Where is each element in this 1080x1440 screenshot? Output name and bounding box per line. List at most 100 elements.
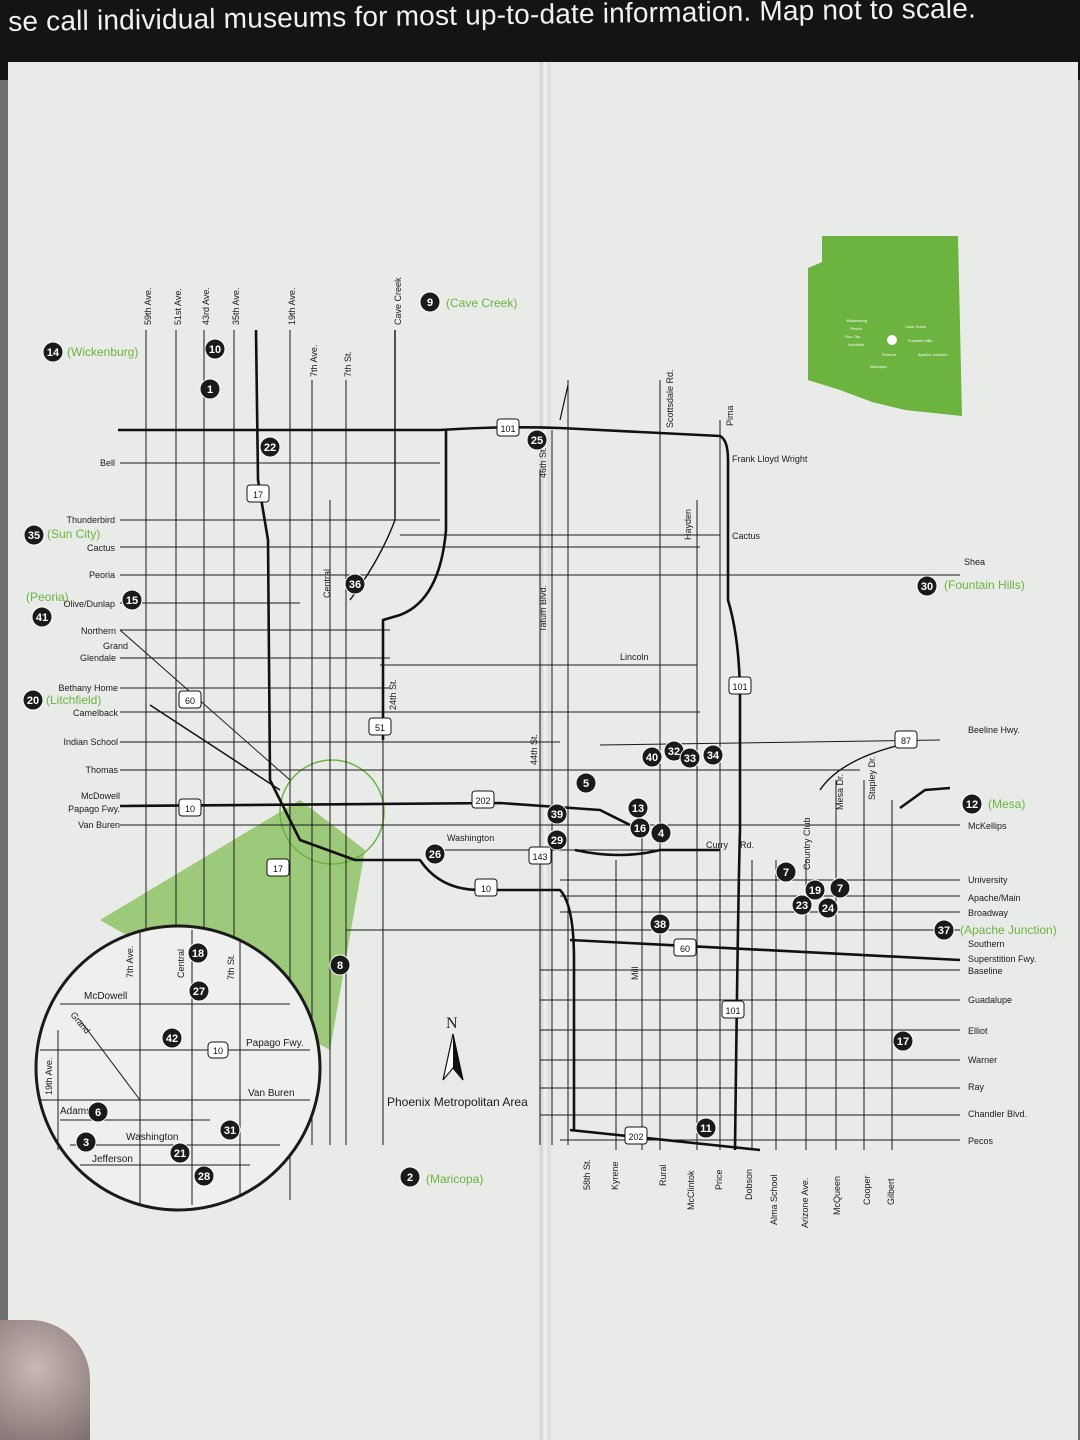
- street-label: Gilbert: [886, 1178, 896, 1205]
- svg-text:3: 3: [83, 1137, 89, 1149]
- inset-street-7th-ave: 7th Ave.: [125, 946, 135, 978]
- svg-text:10: 10: [209, 344, 221, 356]
- road-label: Papago Fwy.: [68, 804, 120, 814]
- museum-marker: 11: [695, 1117, 717, 1139]
- road-label: Cactus: [87, 543, 116, 553]
- svg-text:25: 25: [531, 435, 543, 447]
- inset-road-vanburen: Van Buren: [248, 1088, 295, 1099]
- city-label: (Sun City): [47, 527, 100, 541]
- paper-fold: [538, 62, 552, 1440]
- inset-road-papago: Papago Fwy.: [246, 1038, 304, 1049]
- inset-street-7th-st: 7th St.: [226, 954, 236, 980]
- road-label: Elliot: [968, 1026, 988, 1036]
- inset-road-adams: Adams: [60, 1106, 91, 1117]
- svg-text:40: 40: [646, 752, 658, 764]
- north-road: [559, 384, 569, 421]
- museum-marker: 5: [575, 772, 597, 794]
- svg-text:12: 12: [966, 799, 978, 811]
- street-label: Cooper: [862, 1175, 872, 1205]
- svg-text:9: 9: [427, 297, 433, 309]
- sr51: [381, 430, 448, 740]
- road-label: University: [968, 875, 1008, 885]
- highway-shield-icon: 17: [246, 484, 270, 503]
- svg-text:34: 34: [707, 750, 720, 762]
- svg-text:18: 18: [192, 948, 204, 960]
- museum-marker: 25: [526, 429, 548, 451]
- highway-shield-icon: 202: [471, 790, 495, 809]
- city-label: (Cave Creek): [446, 296, 517, 310]
- svg-text:2: 2: [407, 1172, 413, 1184]
- inset-street-19th-ave: 19th Ave.: [44, 1058, 54, 1095]
- road-label: Baseline: [968, 966, 1003, 976]
- svg-text:29: 29: [551, 835, 563, 847]
- highway-shield-icon: 87: [894, 730, 918, 749]
- city-label: (Mesa): [988, 797, 1025, 811]
- svg-text:20: 20: [27, 695, 39, 707]
- state-place-label: Peoria: [850, 326, 862, 331]
- museum-marker: 20: [22, 689, 44, 711]
- svg-text:8: 8: [337, 960, 343, 972]
- svg-text:17: 17: [897, 1036, 909, 1048]
- svg-text:39: 39: [551, 809, 563, 821]
- svg-text:202: 202: [475, 796, 490, 806]
- museum-marker: 17: [892, 1030, 914, 1052]
- museum-marker: 36: [344, 573, 366, 595]
- beeline-hwy: [819, 744, 901, 791]
- i17-i10: [254, 329, 576, 1130]
- road-label: Stapley Dr.: [867, 756, 877, 800]
- svg-text:7: 7: [837, 883, 843, 895]
- svg-text:26: 26: [429, 849, 441, 861]
- museum-marker: 38: [649, 913, 671, 935]
- inset-focus-circle: [279, 759, 385, 865]
- svg-text:31: 31: [224, 1125, 236, 1137]
- museum-marker: 24: [817, 897, 839, 919]
- street-label: 24th St.: [388, 679, 398, 710]
- inset-road-washington: Washington: [126, 1132, 178, 1143]
- street-label: McQueen: [832, 1176, 842, 1215]
- museum-marker: 29: [546, 829, 568, 851]
- svg-text:17: 17: [273, 864, 283, 874]
- svg-text:101: 101: [500, 424, 515, 434]
- street-label: 51st Ave.: [173, 288, 183, 325]
- museum-marker: 26: [424, 843, 446, 865]
- road-label: Country Club: [802, 817, 812, 870]
- highway-shield-icon: 202: [624, 1126, 648, 1145]
- museum-marker: 27: [188, 980, 210, 1002]
- road-label: Mesa Dr.: [835, 774, 845, 810]
- svg-text:6: 6: [95, 1107, 101, 1119]
- inset-road-mcdowell: McDowell: [84, 991, 127, 1002]
- svg-text:4: 4: [658, 828, 665, 840]
- road-label: Bell: [100, 458, 115, 468]
- east-grid: [346, 380, 960, 1150]
- us60: [569, 938, 961, 962]
- museum-marker: 19: [804, 879, 826, 901]
- loop-202-south: [569, 1128, 761, 1152]
- highway-shield-icon: 101: [496, 418, 520, 437]
- street-label: Pima: [725, 405, 735, 426]
- inset-grid: [40, 930, 310, 1205]
- svg-text:10: 10: [481, 884, 491, 894]
- svg-text:10: 10: [213, 1046, 223, 1056]
- inset-street-central: Central: [176, 949, 186, 978]
- museum-marker: 7: [829, 877, 851, 899]
- svg-text:19: 19: [809, 885, 821, 897]
- svg-text:37: 37: [938, 925, 950, 937]
- museum-marker: 12: [961, 793, 983, 815]
- road-label: Broadway: [968, 908, 1009, 918]
- state-place-label: Fountain Hills: [908, 338, 932, 343]
- road-label: Bethany Home: [58, 683, 118, 693]
- inset-road-jefferson: Jefferson: [92, 1154, 133, 1165]
- grand-ave: [149, 704, 281, 791]
- road-label: Northern: [81, 626, 116, 636]
- svg-text:202: 202: [628, 1132, 643, 1142]
- svg-text:14: 14: [47, 347, 60, 359]
- road-label: Apache/Main: [968, 893, 1021, 903]
- svg-text:23: 23: [796, 900, 808, 912]
- city-label: (Wickenburg): [67, 345, 138, 359]
- road-label: Curry: [706, 840, 728, 850]
- museum-marker: 13: [627, 797, 649, 819]
- highway-shield-icon: 10: [474, 878, 498, 897]
- svg-text:87: 87: [901, 736, 911, 746]
